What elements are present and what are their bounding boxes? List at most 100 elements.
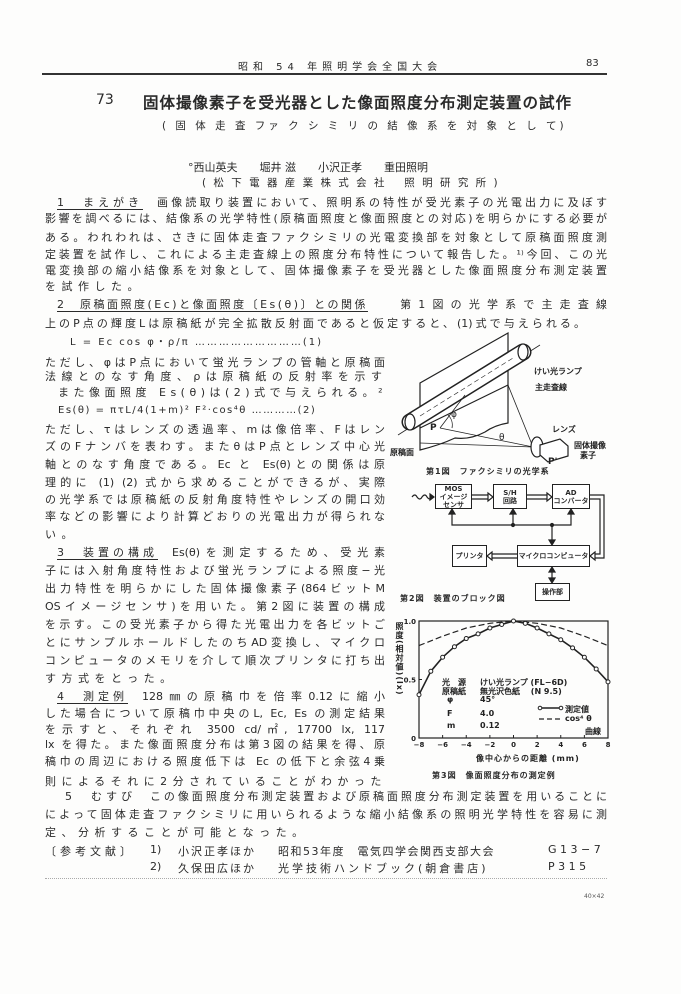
body-text: ただし、τはレンズの透過率、mは像倍率、Fはレン: [45, 423, 385, 436]
author-affiliation: ( 松 下 電 器 産 業 株 式 会 社 照 明 研 究 所 ): [202, 177, 500, 189]
x-tick-label: 8: [606, 741, 611, 749]
condition-value: 4.0: [480, 709, 495, 718]
condition-key: φ: [447, 695, 454, 704]
body-line: とにサンプルホールドしたのちAD変換し、マイクロ: [45, 635, 385, 651]
measured-point: [463, 636, 469, 642]
measured-point: [499, 622, 505, 628]
body-text: この像面照度分布測定装置および原稿面照度分布測定装置を用いることに: [150, 790, 607, 803]
y-tick-label: 0.5: [404, 677, 417, 685]
cos4-curve-line: [418, 620, 609, 647]
block-label: センサ: [443, 500, 464, 509]
body-line: の光学系では原稿紙の反射角度特性やレンズの開口効: [45, 492, 385, 508]
body-text: lx を得た。また像面照度分布は第3図の結果を得、原: [45, 738, 385, 751]
body-line: 定、分析することが可能となった。: [45, 825, 607, 841]
measured-point: [522, 620, 528, 626]
body-line: 子には入射角度特性および蛍光ランプによる照度−光: [45, 563, 385, 579]
fig1-lamp-label: けい光ランプ: [534, 367, 582, 376]
body-line: 電変換部の縮小結像系を対象として、固体撮像素子を受光器とした像面照度分布測定装置: [45, 263, 607, 279]
body-line: を示すと、それぞれ 3500 cd/㎡, 17700 lx, 117: [45, 722, 385, 738]
body-line: また像面照度 Es(θ)は(2)式で与えられる。²⁾: [58, 385, 385, 401]
body-line: lx を得た。また像面照度分布は第3図の結果を得、原: [45, 737, 385, 753]
equation-2: Es(θ) = πτL/4(1+m)² F²·cos⁴θ …………(2): [58, 403, 388, 419]
lamp-end: [404, 413, 416, 431]
reference-2-source: 光学技術ハンドブック(朝倉書店): [278, 862, 489, 875]
legend-cos-label: cos⁴ θ: [565, 714, 592, 723]
image-sensor: [539, 438, 569, 463]
body-text: 上のP点の輝度Lは原稿紙が完全拡散反射面であると仮定すると、(1)式で与えられる…: [45, 317, 585, 330]
body-text: また像面照度 Es(θ)は(2)式で与えられる。²⁾: [58, 386, 385, 399]
reference-1-source: 昭和53年度 電気四学会関西支部大会: [278, 845, 495, 858]
chart-x-axis-label: 像中心からの距離 (mm): [476, 754, 580, 763]
body-line: ただし、τはレンズの透過率、mは像倍率、Fはレン: [45, 422, 385, 438]
reference-1-number: 1): [150, 843, 162, 856]
equation-1: L = Ec cos φ・ρ/π ………………………(1): [70, 335, 370, 351]
fig1-point-p-prime: P': [548, 457, 558, 467]
fig2-caption: 第2図 装置のブロック図: [400, 594, 506, 603]
references-label: 〔参考文献〕: [45, 845, 135, 858]
section-4-line: 4 測定例 128㎜の原稿巾を倍率0.12に縮小: [57, 689, 385, 705]
condition-key: F: [447, 709, 453, 718]
block-label: マイクロコンピュータ: [518, 552, 589, 560]
body-text: とにサンプルホールドしたのちAD変換し、マイクロ: [45, 636, 385, 649]
reference-1-authors: 小沢正孝ほか: [178, 845, 256, 858]
body-line: 法線とのなす角度、ρは原稿紙の反射率を示す。: [45, 369, 385, 385]
running-header: 昭和 54 年照明学会全国大会: [238, 62, 443, 73]
body-text: 定装置を試作し、これによる主走査線上の照度分布特性について報告した。¹⁾今回、こ…: [45, 248, 607, 261]
measured-point: [428, 668, 434, 674]
body-text: ある。われわれは、さきに固体走査ファクシミリの光電変換部を対象として原稿面照度測: [45, 231, 607, 244]
fig1-caption: 第1図 ファクシミリの光学系: [426, 467, 550, 476]
measured-point: [475, 631, 481, 637]
body-text: した場合について原稿巾中央のL, Ec, Es の測定結果: [45, 707, 385, 720]
block-label: 回路: [503, 496, 517, 505]
fig3-caption: 第3図 像面照度分布の測定例: [432, 771, 556, 780]
condition-value: 0.12: [480, 721, 500, 730]
condition-value: けい光ランプ (FL−6D): [480, 678, 568, 687]
block-sample-hold: S/H 回路: [493, 484, 527, 509]
body-text: 子には入射角度特性および蛍光ランプによる照度−光: [45, 564, 385, 577]
body-line: ただし、φはP点において蛍光ランプの管軸と原稿面: [45, 355, 385, 371]
block-mos-image-sensor: MOS イメージ センサ: [435, 484, 472, 509]
condition-value: 45°: [480, 695, 496, 704]
legend-measured-label: 測定値: [565, 705, 589, 714]
measured-point: [581, 654, 587, 660]
body-line: を示す。この受光素子から得た光電出力を各ビットご: [45, 617, 385, 633]
body-line: コンピュータのメモリを介して順次プリンタに打ち出: [45, 653, 385, 669]
body-text: Es(θ)を測定するため、受光素: [172, 546, 385, 559]
block-microcomputer: マイクロコンピュータ: [517, 545, 590, 567]
condition-key: 原稿紙: [442, 687, 466, 696]
measured-point: [605, 679, 611, 685]
body-text: 128㎜の原稿巾を倍率0.12に縮小: [142, 690, 385, 703]
body-text: ズのFナンバを表わす。またθはP点とレンズ中心光: [45, 440, 385, 453]
equation-text: L = Ec cos φ・ρ/π ………………………(1): [70, 337, 323, 348]
body-text: ただし、φはP点において蛍光ランプの管軸と原稿面: [45, 356, 385, 369]
x-tick-label: 4: [558, 741, 563, 749]
measured-point: [487, 625, 493, 631]
condition-value: 無光沢色紙 (N 9.5): [480, 687, 562, 696]
block-label: プリンタ: [455, 552, 484, 560]
body-line: 定装置を試作し、これによる主走査線上の照度分布特性について報告した。¹⁾今回、こ…: [45, 247, 607, 263]
block-label: AD: [565, 488, 577, 497]
x-tick-label: 6: [582, 741, 587, 749]
section-5-line: 5 むすびこの像面照度分布測定装置および原稿面照度分布測定装置を用いることに: [65, 789, 607, 805]
body-text: 軸とのなす角度である。Ec と Es(θ)との関係は原: [45, 458, 385, 471]
body-text: 定、分析することが可能となった。: [45, 826, 309, 839]
block-printer: プリンタ: [452, 545, 487, 567]
condition-key: 光 源: [442, 678, 466, 687]
block-label: イメージ: [439, 492, 468, 501]
fig1-theta-label: θ: [499, 433, 505, 443]
fig1-phi-label: φ: [451, 410, 457, 420]
condition-key: m: [447, 721, 456, 730]
body-text: 電変換部の縮小結像系を対象として、固体撮像素子を受光器とした像面照度分布測定装置: [45, 264, 607, 277]
section-heading: 4 測定例: [57, 690, 128, 703]
measured-point: [570, 645, 576, 651]
y-tick-label: 0: [411, 735, 416, 743]
measured-point: [558, 637, 564, 643]
fig1-sensor-label-1: 固体撮像: [574, 441, 606, 450]
y-tick-label: 1.0: [404, 618, 417, 626]
measured-point: [511, 618, 516, 624]
legend-curve-label: 曲線: [585, 727, 601, 736]
measured-point: [451, 644, 457, 650]
light-input-wave: [411, 494, 433, 500]
body-line: 率などの影響により計算どおりの光電出力が得られな: [45, 509, 385, 525]
